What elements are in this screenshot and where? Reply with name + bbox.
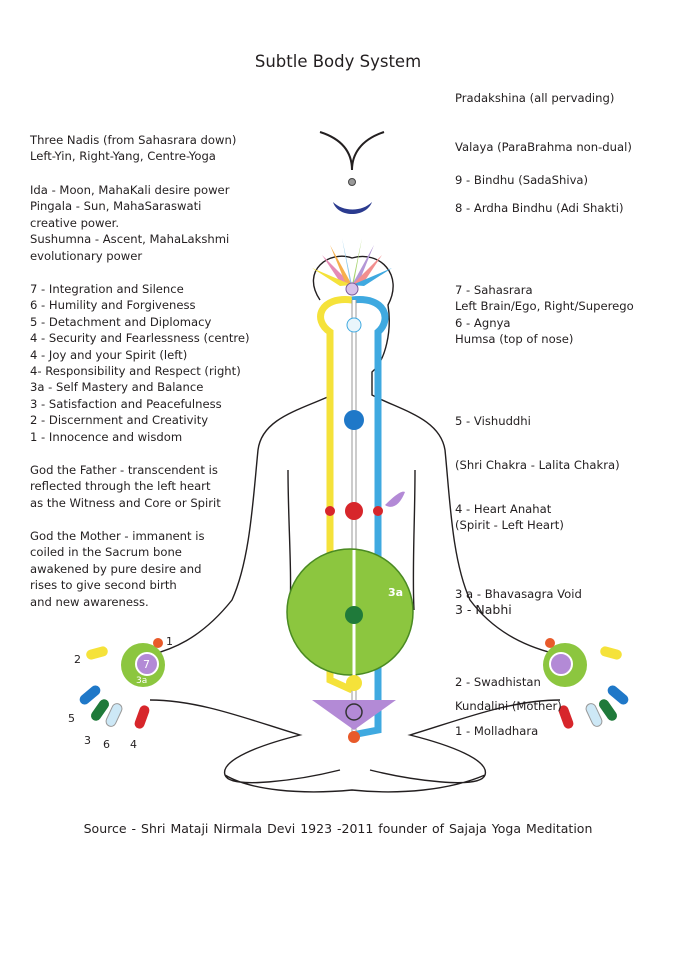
kundalini-triangle <box>312 700 396 730</box>
text-line: Pingala - Sun, MahaSaraswati <box>30 199 202 214</box>
text-line: coiled in the Sacrum bone <box>30 545 182 560</box>
right-hand <box>543 638 629 729</box>
label-bindhu: 9 - Bindhu (SadaShiva) <box>455 173 589 187</box>
valaya-symbol <box>319 131 385 171</box>
ardha-bindhu-crescent <box>333 202 372 214</box>
quality-item: 4- Responsibility and Respect (right) <box>30 364 241 379</box>
finger-label-6: 6 <box>103 738 110 751</box>
label-molladhara: 1 - Molladhara <box>455 724 539 738</box>
label-spirit: (Spirit - Left Heart) <box>455 518 564 532</box>
void-badge: 3a <box>388 586 403 599</box>
quality-item: 1 - Innocence and wisdom <box>30 429 183 444</box>
quality-item: 7 - Integration and Silence <box>30 282 184 296</box>
label-vishuddhi: 5 - Vishuddhi <box>455 414 531 428</box>
quality-item: 6 - Humility and Forgiveness <box>30 298 196 313</box>
left-hand: 7 3a 1 2 3 4 5 6 <box>68 635 173 751</box>
bindhu-dot <box>348 178 356 186</box>
finger-label-4: 4 <box>130 738 137 751</box>
body-outline <box>149 255 561 793</box>
nabhi-chakra <box>345 606 363 624</box>
text-line: evolutionary power <box>30 248 143 263</box>
label-pradakshina: Pradakshina (all pervading) <box>455 91 615 105</box>
qualities-list: 7 - Integration and Silence 6 - Humility… <box>30 281 250 445</box>
label-humsa: Humsa (top of nose) <box>455 332 574 346</box>
text-line: Sushumna - Ascent, MahaLakshmi <box>30 232 230 247</box>
father-text: God the Father - transcendent is reflect… <box>30 462 221 511</box>
powers-text: Ida - Moon, MahaKali desire power Pingal… <box>30 182 229 264</box>
text-line: God the Mother - immanent is <box>30 529 205 543</box>
vishuddhi-chakra <box>344 410 364 430</box>
left-heart-dot <box>325 506 335 516</box>
hand-label-3a: 3a <box>136 676 147 686</box>
text-line: Ida - Moon, MahaKali desire power <box>30 183 230 197</box>
text-line: God the Father - transcendent is <box>30 463 218 477</box>
hand-label-7: 7 <box>143 658 150 671</box>
mother-text: God the Mother - immanent is coiled in t… <box>30 528 205 610</box>
text-line: rises to give second birth <box>30 578 177 593</box>
text-line: and new awareness. <box>30 594 149 609</box>
label-shri-chakra: (Shri Chakra - Lalita Chakra) <box>455 458 620 472</box>
agnya-chakra <box>346 317 362 333</box>
quality-item: 4 - Joy and your Spirit (left) <box>30 347 188 362</box>
text-line: Left-Yin, Right-Yang, Centre-Yoga <box>30 149 216 164</box>
text-line: creative power. <box>30 215 120 230</box>
source-footer: Source - Shri Mataji Nirmala Devi 1923 -… <box>83 821 593 836</box>
label-heart: 4 - Heart Anahat <box>455 502 552 516</box>
quality-item: 4 - Security and Fearlessness (centre) <box>30 331 250 346</box>
text-line: Three Nadis (from Sahasrara down) <box>30 133 237 147</box>
label-valaya: Valaya (ParaBrahma non-dual) <box>455 140 632 154</box>
label-ardha-bindhu: 8 - Ardha Bindhu (Adi Shakti) <box>455 201 624 215</box>
finger-label-1: 1 <box>166 635 173 648</box>
label-agnya: 6 - Agnya <box>455 316 511 330</box>
left-channel <box>317 296 354 694</box>
nadis-text: Three Nadis (from Sahasrara down) Left-Y… <box>30 132 236 165</box>
text-line: as the Witness and Core or Spirit <box>30 495 221 510</box>
right-channel <box>351 296 389 739</box>
label-kundalini: Kundalini (Mother) <box>455 699 562 713</box>
finger-label-3: 3 <box>84 734 91 747</box>
text-line: awakened by pure desire and <box>30 561 202 576</box>
finger-label-2: 2 <box>74 653 81 666</box>
spirit-flame <box>385 491 405 507</box>
label-brain: Left Brain/Ego, Right/Superego <box>455 299 634 313</box>
finger-label-5: 5 <box>68 712 75 725</box>
label-swadhistan: 2 - Swadhistan <box>455 675 541 689</box>
label-sahasrara: 7 - Sahasrara <box>455 283 533 297</box>
heart-chakra <box>345 502 363 520</box>
label-void: 3 a - Bhavasagra Void <box>455 587 582 601</box>
quality-item: 3a - Self Mastery and Balance <box>30 380 204 395</box>
sahasrara-lotus <box>312 238 392 296</box>
text-line: reflected through the left heart <box>30 479 211 494</box>
quality-item: 3 - Satisfaction and Peacefulness <box>30 396 222 411</box>
swadhistan-chakra <box>346 675 362 691</box>
page-title: Subtle Body System <box>254 52 422 71</box>
molladhara-chakra <box>348 731 360 743</box>
quality-item: 5 - Detachment and Diplomacy <box>30 314 212 329</box>
label-nabhi: 3 - Nabhi <box>455 602 512 617</box>
right-heart-dot <box>373 506 383 516</box>
quality-item: 2 - Discernment and Creativity <box>30 413 209 428</box>
